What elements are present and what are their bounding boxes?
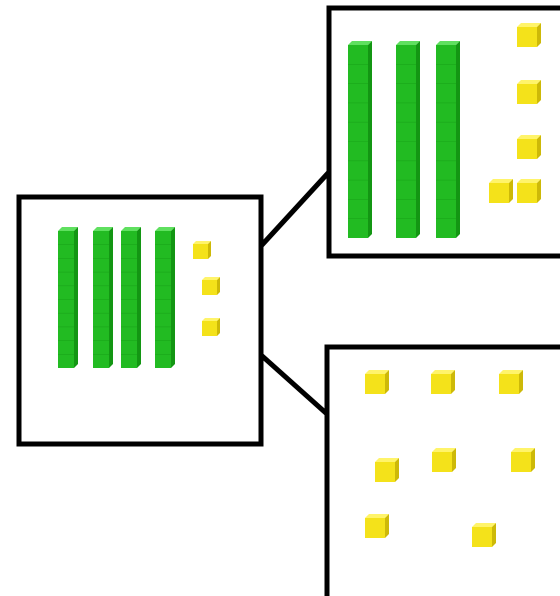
unit-cube-icon (202, 318, 220, 336)
unit-cube-icon (517, 135, 541, 159)
ten-rod-icon (436, 41, 460, 238)
ten-rod-icon (155, 227, 175, 368)
whole-box-blocks (58, 227, 220, 368)
lower-part-box-blocks (365, 370, 535, 547)
connector-line-upper (259, 170, 331, 248)
ten-rod-icon (348, 41, 372, 238)
upper-part-box-blocks (348, 23, 541, 238)
bond-connectors (259, 170, 331, 416)
unit-cube-icon (511, 448, 535, 472)
unit-cube-icon (489, 179, 513, 203)
unit-cube-icon (472, 523, 496, 547)
connector-line-lower (259, 353, 329, 416)
whole-box (16, 194, 264, 447)
upper-part-box (326, 5, 560, 259)
unit-cube-icon (202, 277, 220, 295)
ten-rod-icon (93, 227, 113, 368)
unit-cube-icon (365, 514, 389, 538)
unit-cube-icon (517, 179, 541, 203)
unit-cube-icon (432, 448, 456, 472)
unit-cube-icon (517, 23, 541, 47)
unit-cube-icon (375, 458, 399, 482)
unit-cube-icon (431, 370, 455, 394)
unit-cube-icon (193, 241, 211, 259)
ten-rod-icon (121, 227, 141, 368)
ten-rod-icon (58, 227, 78, 368)
unit-cube-icon (365, 370, 389, 394)
unit-cube-icon (499, 370, 523, 394)
lower-part-box (324, 344, 560, 596)
unit-cube-icon (517, 80, 541, 104)
ten-rod-icon (396, 41, 420, 238)
